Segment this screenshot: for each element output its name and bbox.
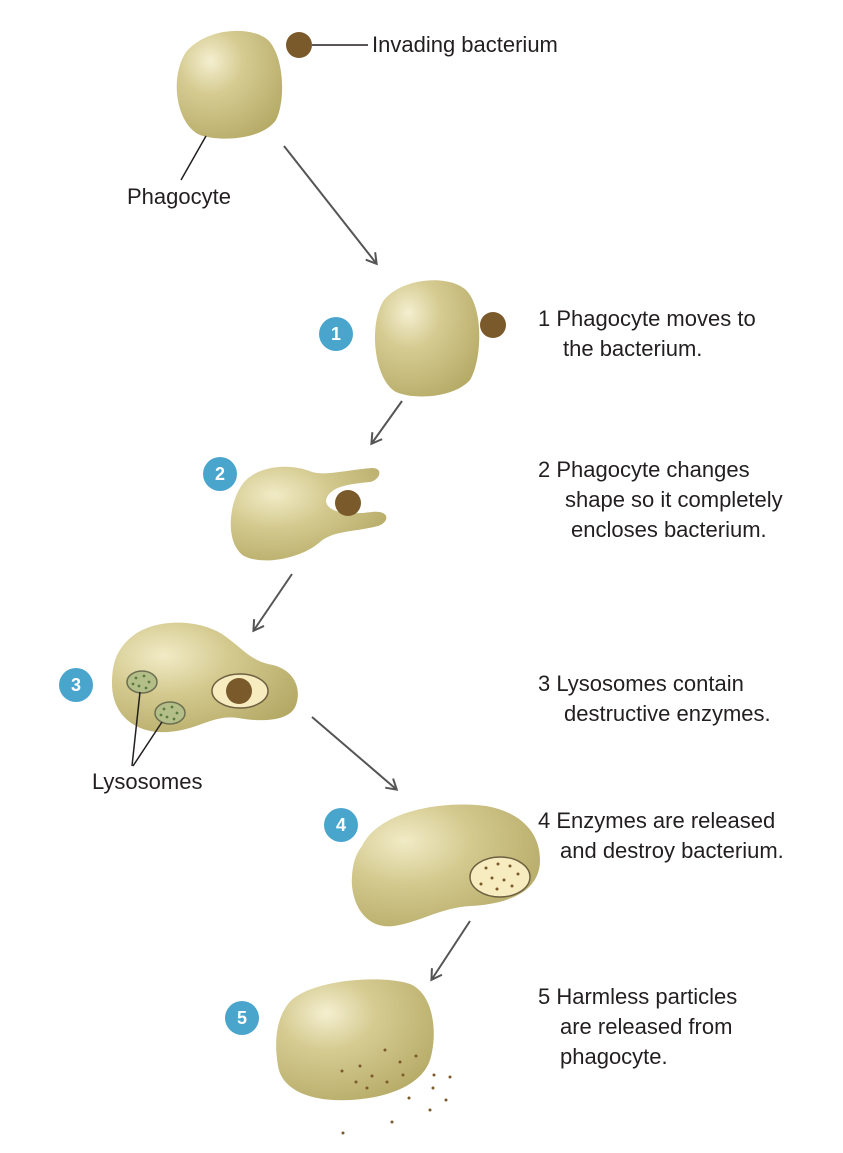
- lysosome-1: [126, 670, 158, 694]
- step-1-line-2: the bacterium.: [563, 336, 703, 361]
- step-1-description: 1 Phagocyte moves to the bacterium.: [538, 304, 756, 364]
- step-2-description: 2 Phagocyte changes shape so it complete…: [538, 455, 783, 545]
- arrow-to-step-2: [370, 400, 403, 446]
- step-5-line-1: 5 Harmless particles: [538, 984, 738, 1009]
- digestion-vacuole-step-4: [469, 856, 531, 898]
- lysosome-1-enzymes: [131, 674, 151, 690]
- step-2-badge: 2: [203, 457, 237, 491]
- invading-bacterium-label: Invading bacterium: [372, 32, 558, 57]
- lysosome-2-enzymes: [159, 705, 179, 721]
- step-3-description: 3 Lysosomes contain destructive enzymes.: [538, 669, 771, 729]
- step-1-badge: 1: [319, 317, 353, 351]
- destroyed-bacterium-particles: [479, 862, 520, 891]
- step-4-line-2: and destroy bacterium.: [560, 838, 784, 863]
- arrow-to-step-4: [311, 716, 399, 791]
- arrow-to-step-1: [283, 145, 378, 266]
- phagocyte-cell-step-1: [374, 280, 480, 397]
- arrow-to-step-5: [430, 920, 471, 982]
- step-3-line-1: 3 Lysosomes contain: [538, 671, 744, 696]
- arrow-to-step-3: [252, 573, 293, 633]
- step-3-line-2: destructive enzymes.: [564, 701, 771, 726]
- step-1-line-1: 1 Phagocyte moves to: [538, 306, 756, 331]
- phagocyte-cell-step-2: [230, 466, 387, 561]
- phagocyte-cell-initial: [176, 30, 283, 139]
- step-5-line-3: phagocyte.: [560, 1044, 668, 1069]
- step-4-badge: 4: [324, 808, 358, 842]
- harmless-particles: [340, 1048, 452, 1135]
- phagocyte-label: Phagocyte: [127, 184, 231, 209]
- step-2-line-1: 2 Phagocyte changes: [538, 457, 750, 482]
- invading-bacterium: [286, 32, 312, 58]
- lysosomes-label: Lysosomes: [92, 769, 203, 794]
- step-2-line-3: encloses bacterium.: [571, 517, 767, 542]
- step-4-description: 4 Enzymes are released and destroy bacte…: [538, 806, 784, 866]
- lysosome-pointer-2: [132, 721, 163, 767]
- step-2-line-2: shape so it completely: [565, 487, 783, 512]
- step-5-description: 5 Harmless particles are released from p…: [538, 982, 737, 1072]
- bacterium-step-3: [226, 678, 252, 704]
- step-5-badge: 5: [225, 1001, 259, 1035]
- lysosome-2: [154, 701, 186, 725]
- phagocyte-cell-step-5: [276, 979, 434, 1101]
- bacterium-step-2: [335, 490, 361, 516]
- lysosome-pointer-1: [131, 691, 141, 767]
- bacterium-step-1: [480, 312, 506, 338]
- step-3-badge: 3: [59, 668, 93, 702]
- step-5-line-2: are released from: [560, 1014, 733, 1039]
- step-4-line-1: 4 Enzymes are released: [538, 808, 776, 833]
- phagocyte-pointer-line: [180, 135, 207, 181]
